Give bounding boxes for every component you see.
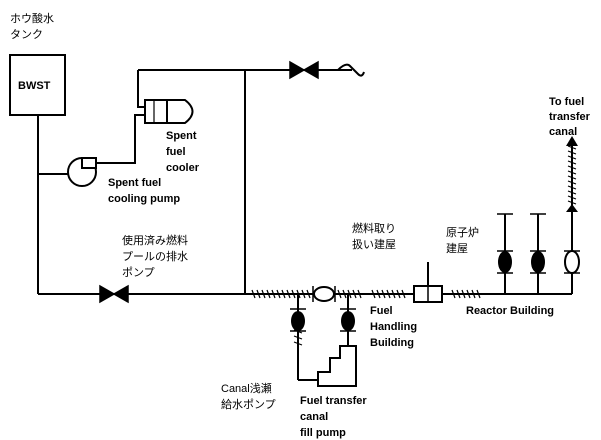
- svg-text:扱い建屋: 扱い建屋: [352, 237, 396, 251]
- reactor-side-arrow: [566, 204, 578, 212]
- top-header-valve[interactable]: [289, 60, 319, 80]
- label-drain-pump-jp: 使用済み燃料 プールの排水 ポンプ: [122, 233, 188, 279]
- label-to-fuel-transfer-canal: To fuel transfer canal: [549, 96, 591, 138]
- fill-pump-valve-right[interactable]: [340, 308, 356, 332]
- fhb-penetration[interactable]: [413, 285, 443, 303]
- spent-fuel-cooler[interactable]: [144, 99, 194, 124]
- svg-text:プールの排水: プールの排水: [122, 249, 188, 263]
- label-canal-fill-pump-jp: Canal浅瀬 給水ポンプ: [221, 381, 276, 411]
- svg-text:fill pump: fill pump: [300, 427, 346, 439]
- label-reactor-building: Reactor Building: [466, 305, 554, 317]
- canal-riser-valve[interactable]: [564, 250, 580, 274]
- svg-text:Building: Building: [370, 337, 414, 349]
- svg-text:fuel: fuel: [166, 146, 186, 158]
- svg-text:原子炉: 原子炉: [446, 226, 479, 239]
- hatch-segment-canal: [567, 145, 577, 205]
- svg-text:Handling: Handling: [370, 321, 417, 333]
- svg-text:transfer: transfer: [549, 111, 591, 123]
- svg-text:To fuel: To fuel: [549, 96, 584, 108]
- svg-text:使用済み燃料: 使用済み燃料: [122, 233, 188, 247]
- bwst-label: BWST: [18, 80, 51, 92]
- svg-text:canal: canal: [300, 411, 328, 423]
- reactor-valve-2[interactable]: [530, 213, 546, 274]
- label-spent-fuel-cooler: Spent fuel cooler: [166, 130, 200, 174]
- label-fuel-transfer-canal-fill-pump: Fuel transfer canal fill pump: [300, 395, 367, 439]
- hatched-pipe-sections: [251, 145, 577, 346]
- svg-text:Fuel: Fuel: [370, 305, 393, 317]
- fill-pump-valve-left[interactable]: [290, 308, 306, 332]
- pump-discharge-pipe: [96, 114, 145, 164]
- svg-text:Spent fuel: Spent fuel: [108, 177, 161, 189]
- svg-text:canal: canal: [549, 126, 577, 138]
- svg-text:ホウ酸水: ホウ酸水: [10, 11, 54, 25]
- hatch-segment-3: [371, 289, 406, 299]
- pipe-break-symbol: [337, 63, 365, 77]
- cooler-outlet-pipe: [137, 70, 145, 108]
- label-fuel-handling-building-jp: 燃料取り 扱い建屋: [352, 221, 396, 251]
- reactor-valve-1[interactable]: [497, 213, 513, 274]
- svg-text:ポンプ: ポンプ: [122, 266, 155, 279]
- svg-text:燃料取り: 燃料取り: [352, 221, 396, 235]
- svg-text:Canal浅瀬: Canal浅瀬: [221, 381, 272, 395]
- hatch-segment-4: [451, 289, 481, 299]
- svg-text:Fuel transfer: Fuel transfer: [300, 395, 367, 407]
- transfer-check-valve[interactable]: [312, 286, 336, 302]
- label-spent-fuel-cooling-pump: Spent fuel cooling pump: [108, 177, 180, 205]
- svg-text:タンク: タンク: [10, 28, 43, 41]
- hatch-segment-1: [251, 289, 311, 299]
- svg-text:cooler: cooler: [166, 162, 200, 174]
- svg-text:Spent: Spent: [166, 130, 197, 142]
- spent-fuel-cooling-pump[interactable]: [67, 157, 97, 187]
- label-bwst-jp: ホウ酸水 タンク: [10, 11, 54, 41]
- hatch-segment-2: [337, 289, 362, 299]
- canal-flow-arrow: [566, 136, 578, 146]
- label-fuel-handling-building: Fuel Handling Building: [370, 305, 417, 349]
- bwst-tank[interactable]: [9, 54, 66, 116]
- svg-text:建屋: 建屋: [446, 241, 468, 255]
- svg-text:cooling pump: cooling pump: [108, 193, 180, 205]
- svg-text:給水ポンプ: 給水ポンプ: [221, 397, 276, 411]
- pipe-network: [37, 63, 573, 381]
- label-reactor-building-jp: 原子炉 建屋: [446, 226, 479, 255]
- canal-fill-pump[interactable]: [317, 345, 357, 387]
- drain-valve[interactable]: [99, 284, 129, 304]
